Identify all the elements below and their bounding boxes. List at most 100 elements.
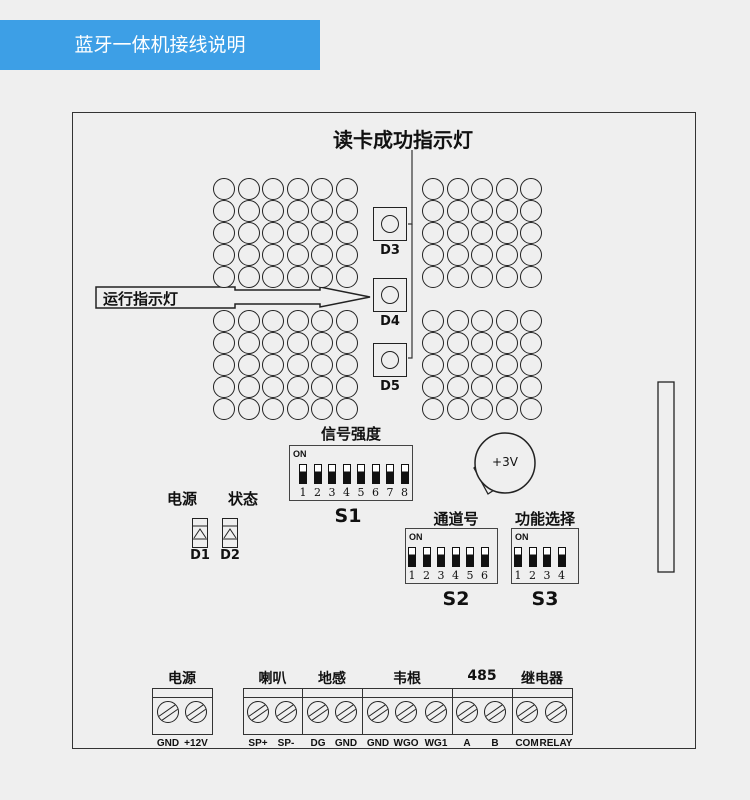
led-dot	[471, 222, 494, 244]
led-dot	[495, 200, 518, 222]
led-dot	[213, 376, 235, 398]
dip-toggle[interactable]	[557, 547, 566, 567]
led-dot	[213, 354, 235, 376]
screw-terminal[interactable]	[335, 701, 357, 723]
terminal-group-label: 485	[467, 668, 497, 684]
led-dot	[422, 332, 444, 354]
terminal-strip	[363, 697, 452, 698]
led-dot	[311, 222, 334, 244]
led-dot	[495, 354, 518, 376]
led-dot	[286, 398, 309, 420]
screw-terminal[interactable]	[157, 701, 179, 723]
dip-toggle[interactable]	[313, 464, 322, 484]
led-dot	[262, 222, 285, 244]
led-d2	[222, 518, 238, 548]
led-dot	[471, 200, 494, 222]
dip-toggle[interactable]	[342, 464, 351, 484]
led-dot	[336, 310, 358, 332]
led-dot	[422, 266, 444, 288]
dip-toggle[interactable]	[543, 547, 551, 567]
terminal-group-label: 地感	[318, 671, 346, 687]
led-dot	[286, 354, 309, 376]
dip-number: 2	[423, 569, 430, 582]
led-dot	[262, 354, 285, 376]
led-dot	[446, 398, 469, 420]
screw-terminal[interactable]	[395, 701, 417, 723]
led-dot	[446, 266, 469, 288]
on-label: ON	[293, 449, 307, 459]
dip-toggle[interactable]	[328, 464, 336, 484]
success-led-label: 读卡成功指示灯	[333, 128, 473, 152]
dip-toggle[interactable]	[437, 547, 445, 567]
screw-terminal[interactable]	[307, 701, 329, 723]
led-dot	[446, 222, 469, 244]
led-dot	[520, 178, 543, 200]
led-dot	[213, 310, 235, 332]
led-dot	[495, 266, 518, 288]
battery	[473, 432, 536, 495]
pin-label: GND	[334, 738, 358, 749]
screw-terminal[interactable]	[516, 701, 538, 723]
led-dot	[311, 354, 334, 376]
dip-toggle[interactable]	[400, 464, 409, 484]
dip-toggle[interactable]	[528, 547, 537, 567]
dip-toggle[interactable]	[357, 464, 365, 484]
dip-toggle[interactable]	[422, 547, 431, 567]
terminal-strip	[244, 697, 302, 698]
led-dot	[520, 222, 543, 244]
dip-toggle[interactable]	[371, 464, 380, 484]
led-dot	[262, 178, 285, 200]
led-dot	[471, 376, 494, 398]
pin-label: WG1	[424, 738, 448, 749]
dip-toggle[interactable]	[408, 547, 416, 567]
led-d1	[192, 518, 208, 548]
screw-terminal[interactable]	[456, 701, 478, 723]
d2-label: D2	[220, 548, 240, 563]
screw-terminal[interactable]	[275, 701, 297, 723]
pin-label: GND	[156, 738, 180, 749]
dip-toggle[interactable]	[480, 547, 489, 567]
led-dot	[520, 266, 543, 288]
led-dot	[495, 332, 518, 354]
dip-number: 1	[408, 569, 416, 582]
screw-terminal[interactable]	[484, 701, 506, 723]
terminal-strip	[303, 697, 362, 698]
run-led-arrow	[95, 286, 371, 309]
dip-toggle[interactable]	[386, 464, 394, 484]
indicator-d4	[373, 278, 407, 312]
screw-terminal[interactable]	[247, 701, 269, 723]
screw-terminal[interactable]	[425, 701, 447, 723]
dip-toggle[interactable]	[451, 547, 460, 567]
led-dot	[286, 266, 309, 288]
led-dot	[520, 398, 543, 420]
channel-label: 通道号	[433, 510, 479, 528]
led-dot	[520, 354, 543, 376]
led-dot	[286, 178, 309, 200]
header-title: 蓝牙一体机接线说明	[74, 34, 246, 56]
led-dot	[311, 266, 334, 288]
power-led-label: 电源	[166, 490, 198, 508]
led-dot	[336, 354, 358, 376]
s2-label: S2	[442, 588, 470, 610]
led-dot	[471, 244, 494, 266]
led-dot	[286, 332, 309, 354]
dip-toggle[interactable]	[514, 547, 522, 567]
run-led-label: 运行指示灯	[103, 290, 179, 308]
led-dot	[262, 200, 285, 222]
led-dot	[520, 200, 543, 222]
on-label: ON	[409, 532, 423, 542]
led-dot	[446, 376, 469, 398]
screw-terminal[interactable]	[545, 701, 567, 723]
led-dot	[237, 332, 260, 354]
screw-terminal[interactable]	[367, 701, 389, 723]
dip-toggle[interactable]	[466, 547, 474, 567]
led-dot	[422, 222, 444, 244]
terminal-strip	[453, 697, 512, 698]
led-dot	[213, 200, 235, 222]
screw-terminal[interactable]	[185, 701, 207, 723]
led-dot	[471, 178, 494, 200]
dip-toggle[interactable]	[299, 464, 307, 484]
